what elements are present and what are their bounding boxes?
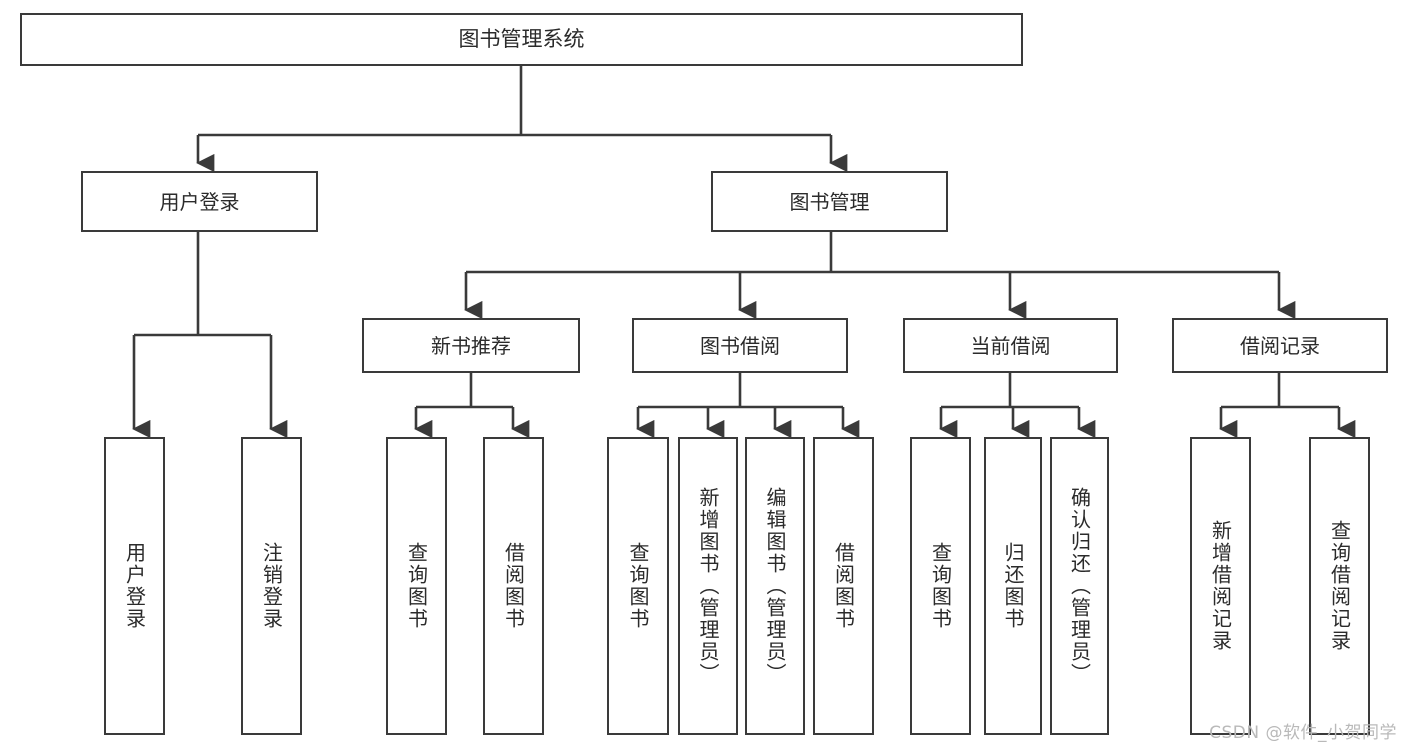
- node-book-borrow-label: 图书借阅: [700, 333, 780, 358]
- node-leaf-add-record[interactable]: 新增借阅记录: [1190, 437, 1251, 735]
- node-leaf-edit-book-label: 编辑图书（管理员）: [763, 487, 787, 685]
- node-leaf-return-book-label: 归还图书: [1001, 542, 1025, 630]
- node-leaf-add-book[interactable]: 新增图书（管理员）: [678, 437, 738, 735]
- node-leaf-add-record-label: 新增借阅记录: [1208, 520, 1233, 652]
- node-leaf-return-book[interactable]: 归还图书: [984, 437, 1042, 735]
- node-current-borrow-label: 当前借阅: [970, 333, 1051, 358]
- node-root-label: 图书管理系统: [458, 27, 585, 51]
- node-leaf-borrow-book-1[interactable]: 借阅图书: [483, 437, 544, 735]
- node-new-book-recommend[interactable]: 新书推荐: [362, 318, 580, 373]
- node-leaf-query-record[interactable]: 查询借阅记录: [1309, 437, 1370, 735]
- node-leaf-user-logout-label: 注销登录: [259, 542, 284, 630]
- node-user-login[interactable]: 用户登录: [81, 171, 318, 232]
- node-leaf-add-book-label: 新增图书（管理员）: [696, 487, 720, 685]
- node-new-book-recommend-label: 新书推荐: [431, 333, 511, 358]
- node-leaf-query-book-2-label: 查询图书: [626, 542, 650, 630]
- node-leaf-borrow-book-2[interactable]: 借阅图书: [813, 437, 874, 735]
- node-book-borrow[interactable]: 图书借阅: [632, 318, 848, 373]
- node-leaf-borrow-book-2-label: 借阅图书: [831, 542, 856, 630]
- node-root[interactable]: 图书管理系统: [20, 13, 1023, 66]
- node-leaf-edit-book[interactable]: 编辑图书（管理员）: [745, 437, 805, 735]
- node-borrow-record-label: 借阅记录: [1240, 333, 1320, 358]
- node-borrow-record[interactable]: 借阅记录: [1172, 318, 1388, 373]
- node-leaf-query-book-3[interactable]: 查询图书: [910, 437, 971, 735]
- node-book-manage[interactable]: 图书管理: [711, 171, 948, 232]
- node-leaf-query-book-2[interactable]: 查询图书: [607, 437, 669, 735]
- node-leaf-user-login-label: 用户登录: [122, 542, 147, 630]
- node-leaf-borrow-book-1-label: 借阅图书: [501, 542, 526, 630]
- node-leaf-confirm-return-label: 确认归还（管理员）: [1067, 487, 1092, 685]
- csdn-watermark: CSDN @软件_小贺同学: [1209, 723, 1397, 743]
- node-book-manage-label: 图书管理: [789, 189, 870, 214]
- node-leaf-user-logout[interactable]: 注销登录: [241, 437, 302, 735]
- node-user-login-label: 用户登录: [159, 189, 240, 214]
- node-leaf-query-book-1[interactable]: 查询图书: [386, 437, 447, 735]
- node-current-borrow[interactable]: 当前借阅: [903, 318, 1118, 373]
- node-leaf-query-book-1-label: 查询图书: [404, 542, 429, 630]
- node-leaf-query-book-3-label: 查询图书: [928, 542, 953, 630]
- node-leaf-confirm-return[interactable]: 确认归还（管理员）: [1050, 437, 1109, 735]
- node-leaf-user-login[interactable]: 用户登录: [104, 437, 165, 735]
- node-leaf-query-record-label: 查询借阅记录: [1327, 520, 1352, 652]
